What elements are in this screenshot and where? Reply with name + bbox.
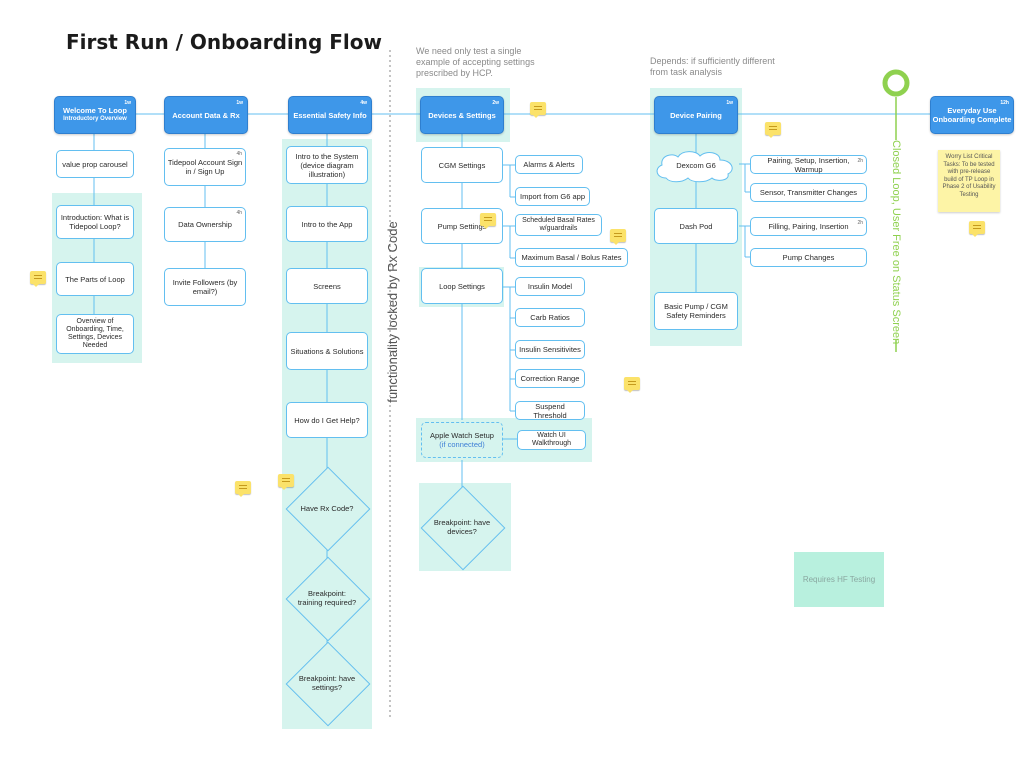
safety-item[interactable]: Screens [286,268,368,304]
safety-item[interactable]: How do I Get Help? [286,402,368,438]
account-item[interactable]: 4h Data Ownership [164,207,246,242]
decision-label: Breakpoint: have devices? [433,518,491,536]
everyday-title: Everyday Use [947,106,997,115]
safety-estimate: 4w [360,100,367,106]
devices-note: We need only test a single example of ac… [416,46,535,78]
loop-item[interactable]: Carb Ratios [515,308,585,327]
account-item[interactable]: Invite Followers (by email?) [164,268,246,306]
account-item-estimate: 4h [236,210,242,216]
decision-label: Breakpoint: training required? [297,589,357,607]
pairing-note: Depends: if sufficiently different from … [650,56,775,77]
closed-loop-label: Closed Loop, User Free on Status Screen [890,140,902,345]
pairing-header[interactable]: 1w Device Pairing [654,96,738,134]
loop-item[interactable]: Correction Range [515,369,585,388]
if-connected-link[interactable]: (if connected) [439,440,485,449]
pump-item[interactable]: Scheduled Basal Rates w/guardrails [515,214,602,236]
cgm-item[interactable]: Import from G6 app [515,187,590,206]
devices-header[interactable]: 2w Devices & Settings [420,96,504,134]
comment-icon[interactable] [530,102,546,118]
welcome-item[interactable]: The Parts of Loop [56,262,134,296]
dash-item[interactable]: Pump Changes [750,248,867,267]
cgm-settings-box[interactable]: CGM Settings [421,147,503,183]
safety-header[interactable]: 4w Essential Safety Info [288,96,372,134]
comment-icon[interactable] [278,474,294,490]
account-item-label: Invite Followers (by email?) [172,278,238,296]
devices-estimate: 2w [492,100,499,106]
comment-icon[interactable] [30,271,46,287]
dexcom-label: Dexcom G6 [676,160,716,170]
hf-testing-legend: Requires HF Testing [794,552,884,607]
dash-item-label: Filling, Pairing, Insertion [768,222,849,231]
account-estimate: 1w [236,100,243,106]
account-item[interactable]: 4h Tidepool Account Sign in / Sign Up [164,148,246,186]
dash-pod-box[interactable]: Dash Pod [654,208,738,244]
decision-label: Breakpoint: have settings? [298,674,356,692]
pairing-title: Device Pairing [670,110,722,120]
dexcom-item[interactable]: 2h Pairing, Setup, Insertion, Warmup [750,155,867,174]
comment-icon[interactable] [624,377,640,393]
comment-icon[interactable] [610,229,626,245]
comment-icon[interactable] [969,221,985,237]
account-item-label: Tidepool Account Sign in / Sign Up [167,158,243,176]
everyday-estimate: 12h [1000,100,1009,106]
everyday-subtitle: Onboarding Complete [932,115,1012,124]
account-item-label: Data Ownership [178,220,232,229]
apple-watch-setup-label: Apple Watch Setup [430,431,494,440]
decision-label: Have Rx Code? [300,503,354,513]
comment-icon[interactable] [235,481,251,497]
dexcom-estimate: 2h [857,158,863,164]
pairing-estimate: 1w [726,100,733,106]
welcome-item[interactable]: Introduction: What is Tidepool Loop? [56,205,134,239]
loop-item[interactable]: Insulin Sensitivites [515,340,585,359]
loop-item[interactable]: Insulin Model [515,277,585,296]
pump-settings-box[interactable]: Pump Settings [421,208,503,244]
pump-item[interactable]: Maximum Basal / Bolus Rates [515,248,628,267]
safety-item[interactable]: Situations & Solutions [286,332,368,370]
welcome-item[interactable]: Overview of Onboarding, Time, Settings, … [56,314,134,354]
apple-watch-setup-box[interactable]: Apple Watch Setup (if connected) [421,422,503,458]
watch-walkthrough-box[interactable]: Watch UI Walkthrough [517,430,586,450]
welcome-item[interactable]: value prop carousel [56,150,134,178]
loop-item[interactable]: Suspend Threshold [515,401,585,420]
dexcom-cloud-shape[interactable] [652,148,740,184]
rx-code-label: functionality locked by Rx Code [385,221,400,403]
cgm-item[interactable]: Alarms & Alerts [515,155,583,174]
account-header[interactable]: 1w Account Data & Rx [164,96,248,134]
welcome-estimate: 1w [124,100,131,106]
dash-item[interactable]: 2h Filling, Pairing, Insertion [750,217,867,236]
devices-title: Devices & Settings [428,110,496,120]
safety-item[interactable]: Intro to the System (device diagram illu… [286,146,368,184]
safety-item[interactable]: Intro to the App [286,206,368,242]
safety-title: Essential Safety Info [293,110,367,120]
account-item-estimate: 4h [236,151,242,157]
comment-icon[interactable] [480,213,496,229]
dash-estimate: 2h [857,220,863,226]
dexcom-item-label: Pairing, Setup, Insertion, Warmup [767,155,850,174]
welcome-subtitle: Introductory Overview [63,116,127,122]
loop-settings-box[interactable]: Loop Settings [421,268,503,304]
safety-reminders-box[interactable]: Basic Pump / CGM Safety Reminders [654,292,738,330]
account-title: Account Data & Rx [172,110,240,120]
comment-icon[interactable] [765,122,781,138]
welcome-title: Welcome To Loop [63,106,127,115]
page-title: First Run / Onboarding Flow [66,30,382,54]
welcome-header[interactable]: 1w Welcome To Loop Introductory Overview [54,96,136,134]
everyday-header[interactable]: 12h Everyday Use Onboarding Complete [930,96,1014,134]
worry-list-sticky-note[interactable]: Worry List Critical Tasks: To be tested … [938,150,1000,212]
dexcom-item[interactable]: Sensor, Transmitter Changes [750,183,867,202]
